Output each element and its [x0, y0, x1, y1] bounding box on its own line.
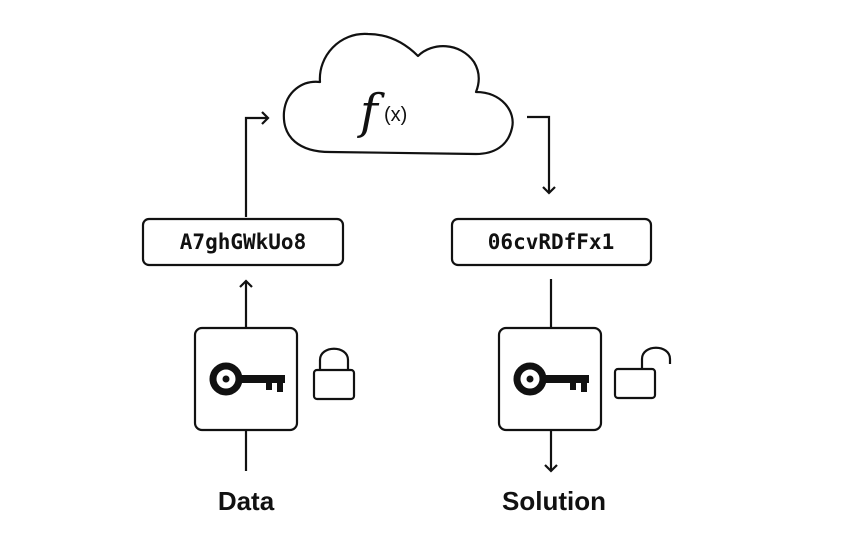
arrow-from-cloud	[527, 115, 556, 195]
encrypt-key-box	[193, 326, 299, 432]
key-icon	[209, 362, 285, 396]
arrow-to-cloud	[244, 111, 270, 217]
cloud-shape	[282, 32, 514, 156]
lock-closed-icon	[312, 347, 356, 401]
decrypt-key-box	[497, 326, 603, 432]
encrypted-result-box	[450, 217, 653, 267]
solution-label: Solution	[502, 486, 606, 516]
lock-open-icon	[613, 346, 672, 400]
function-argument: (x)	[384, 104, 407, 126]
key-icon	[513, 362, 589, 396]
encrypted-result-text: 06cvRDfFx1	[488, 230, 614, 254]
encrypted-data-box	[141, 217, 345, 267]
data-label: Data	[218, 486, 275, 516]
encrypted-data-text: A7ghGWkUo8	[180, 230, 306, 254]
